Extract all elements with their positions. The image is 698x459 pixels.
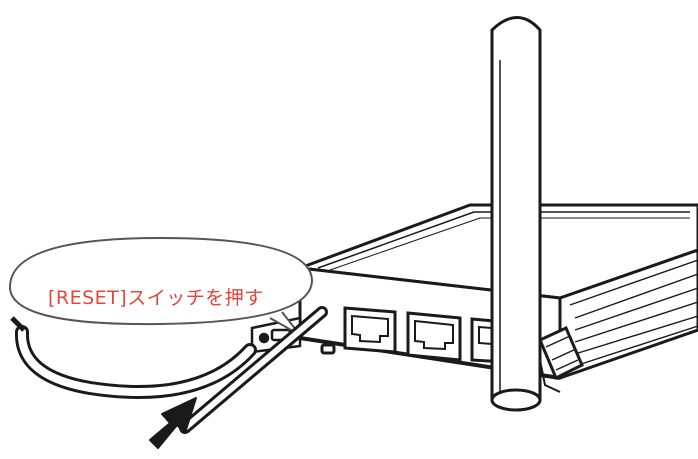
pin-tool-icon (179, 306, 328, 434)
antenna-connector-icon (538, 325, 584, 393)
antenna-icon (490, 16, 542, 412)
push-arrow-icon (149, 397, 197, 449)
cable-icon (10, 316, 257, 399)
callout-label: [RESET]スイッチを押す (48, 287, 264, 309)
